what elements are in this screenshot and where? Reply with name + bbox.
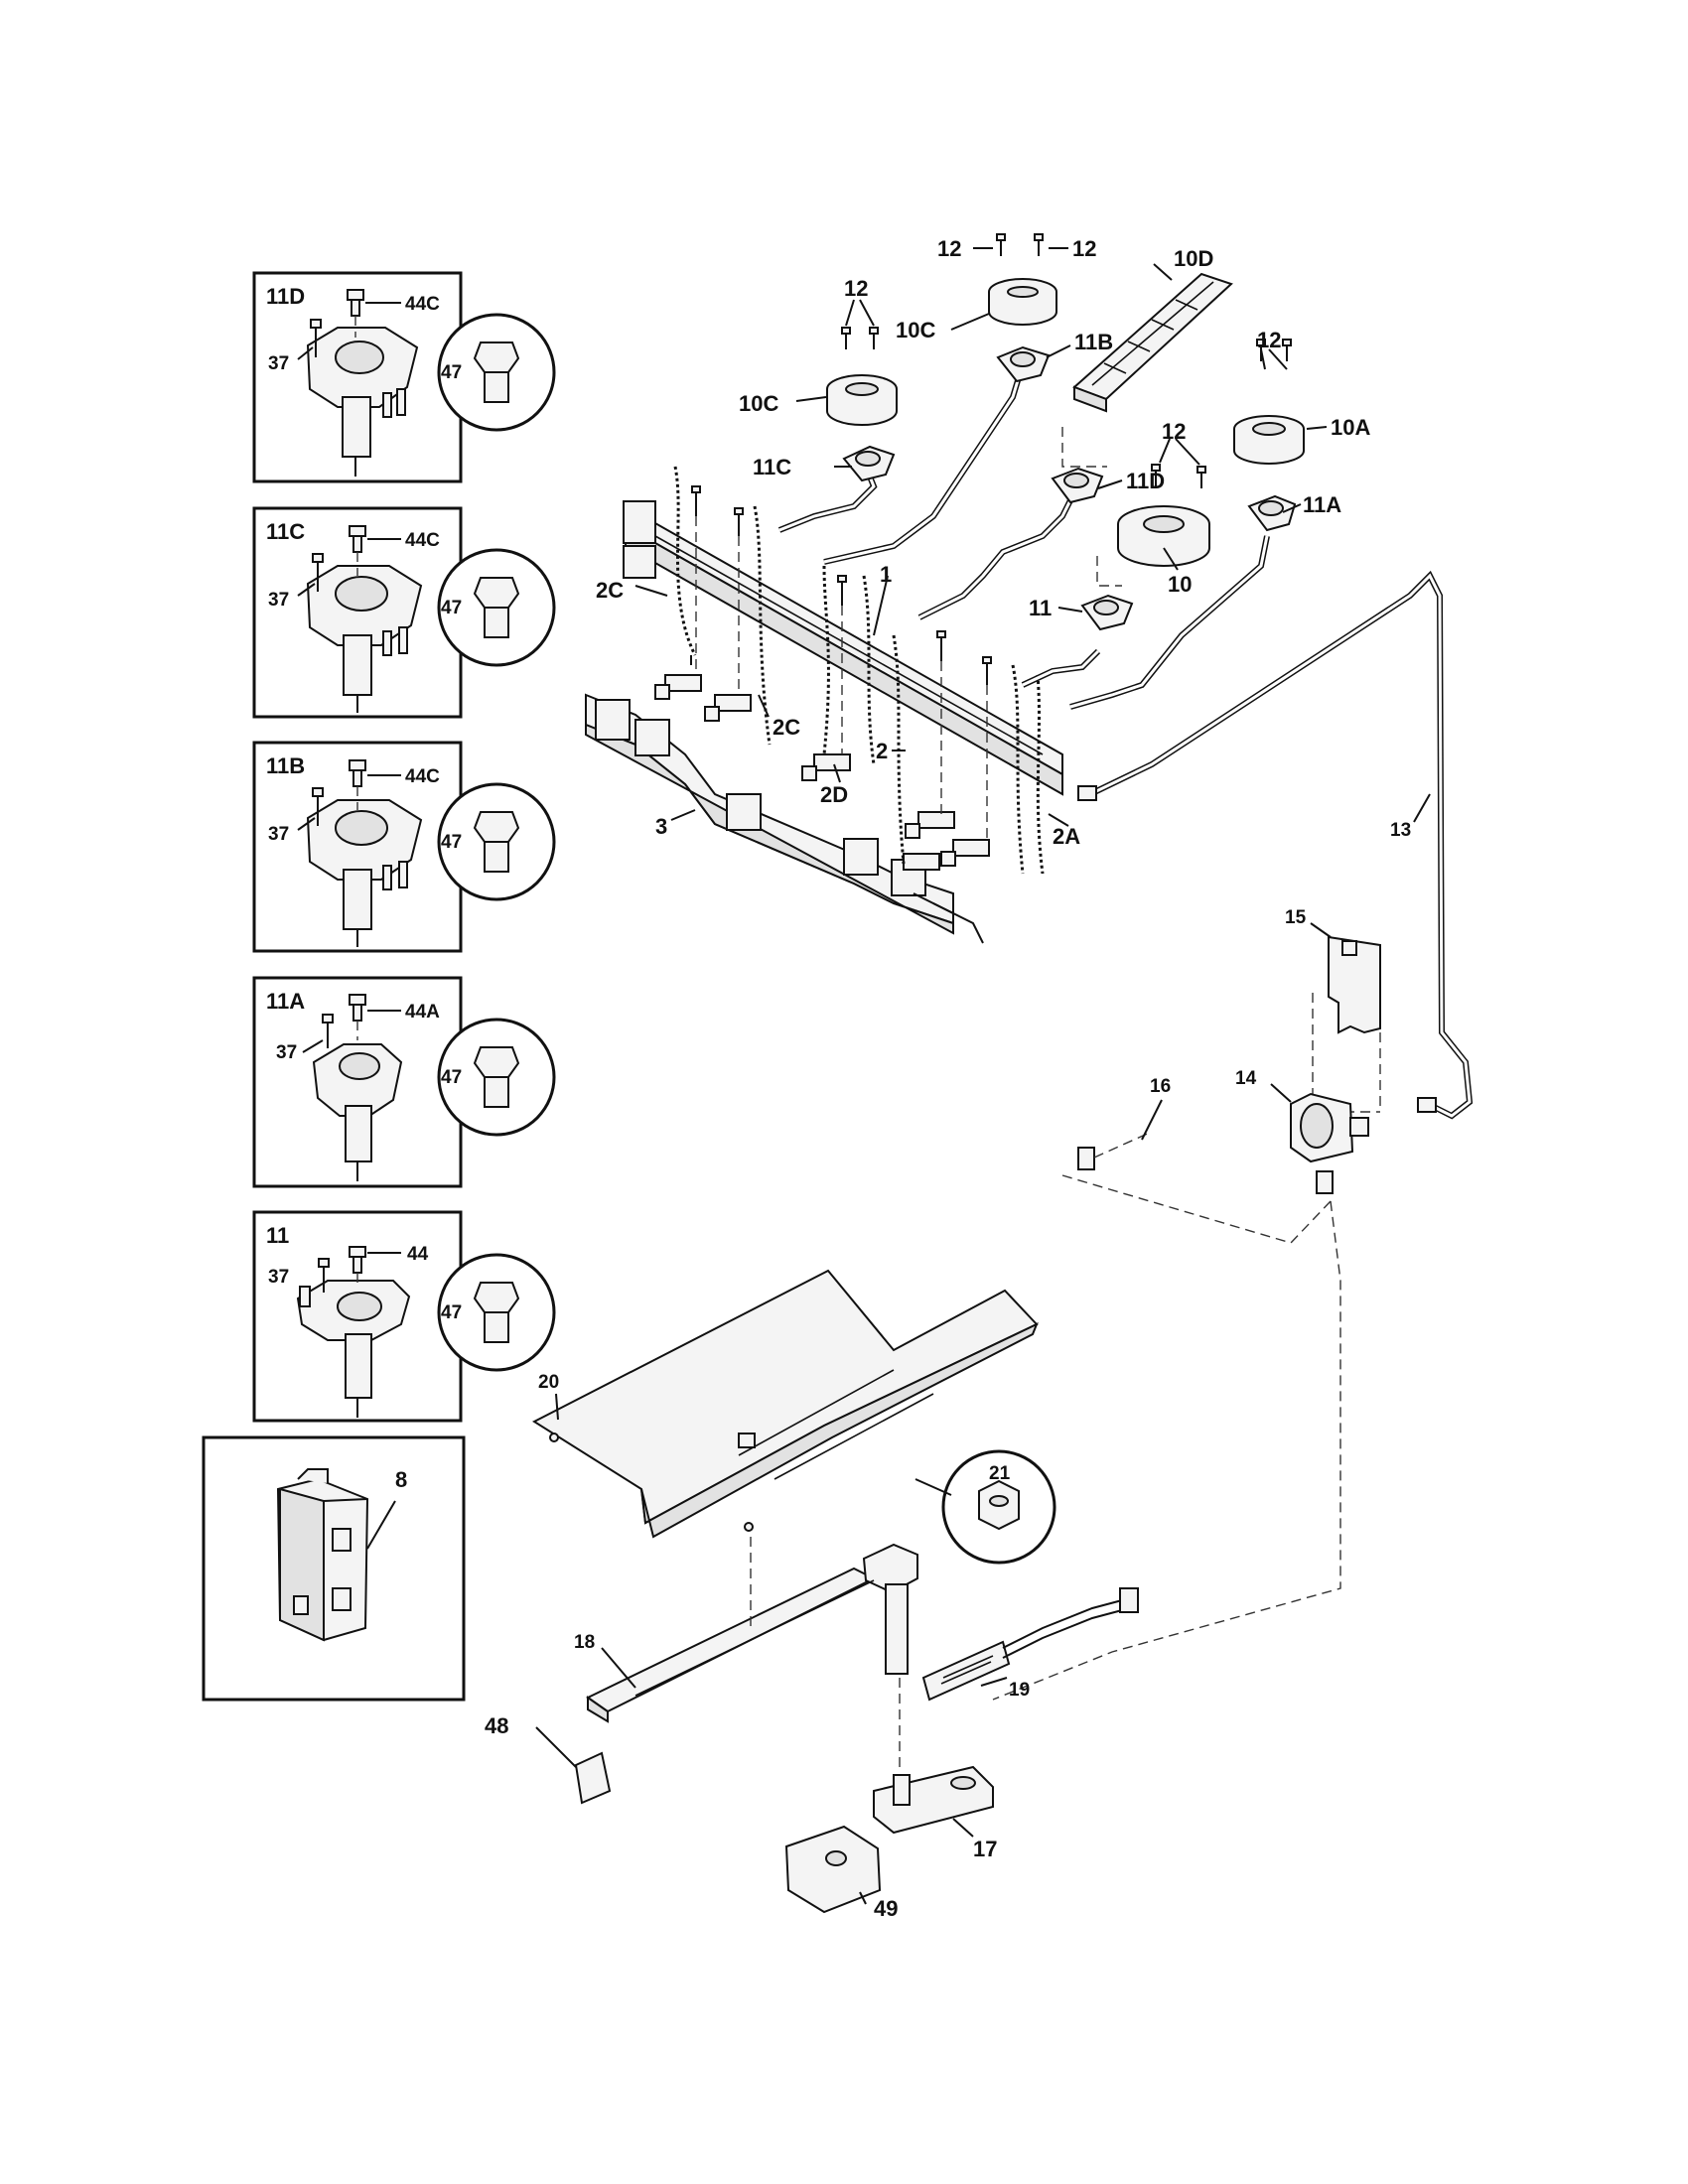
burner-screws (841, 233, 1292, 488)
callout-12: 12 (1072, 236, 1096, 261)
callout-16: 16 (1150, 1076, 1171, 1097)
callout-11A: 11A (1303, 492, 1341, 517)
inset-title: 11B (266, 753, 305, 778)
manifold-bracket (585, 693, 984, 944)
callout-8: 8 (395, 1467, 407, 1492)
fitting-16 (1077, 1147, 1095, 1170)
callout-3: 3 (655, 814, 667, 839)
inset-11B: 11B 44C 37 47 (252, 741, 556, 953)
detail-label: 47 (441, 362, 462, 383)
callout-10C: 10C (896, 318, 935, 342)
valve-icon (306, 799, 423, 947)
inset-title: 11A (266, 989, 305, 1014)
burner-heads (842, 345, 1297, 631)
orifice-label: 44C (405, 766, 440, 787)
frame-screws (691, 485, 992, 685)
callout-18: 18 (574, 1632, 595, 1653)
valve-icon (306, 565, 423, 713)
inset-11D: 11D 44C 37 47 (252, 271, 556, 483)
callout-11B: 11B (1074, 330, 1113, 354)
safety-valve-17 (873, 1765, 994, 1835)
orifice-label: 44A (405, 1002, 440, 1023)
inset-title: 11 (266, 1223, 289, 1248)
callout-11: 11 (1029, 596, 1052, 620)
inset-spark-module: 8 (202, 1435, 466, 1702)
callout-17: 17 (973, 1837, 997, 1861)
callout-10: 10 (1168, 572, 1192, 597)
nut-21 (738, 1433, 1056, 1565)
callout-15: 15 (1285, 907, 1307, 928)
callout-49: 49 (874, 1896, 898, 1921)
detail-label: 47 (441, 1067, 462, 1088)
burner-ring-10 (1117, 505, 1210, 567)
assembly-guides (992, 1200, 1341, 1701)
callout-10A: 10A (1331, 415, 1370, 440)
inset-title: 11C (266, 519, 305, 544)
callout-2A: 2A (1053, 824, 1080, 849)
inset-title: 11D (266, 284, 305, 309)
callout-19: 19 (1009, 1680, 1030, 1701)
callout-12: 12 (937, 236, 961, 261)
orifice-label: 44 (407, 1244, 429, 1265)
detail-label: 47 (441, 832, 462, 853)
screw-label: 37 (268, 353, 289, 374)
assembly-guides (695, 427, 1122, 844)
burner-ring-10C-upper (988, 278, 1057, 326)
valve-icon (312, 1043, 403, 1181)
callout-12: 12 (844, 276, 868, 301)
callout-11C: 11C (753, 455, 791, 479)
regulator-bracket-15 (1312, 935, 1381, 1113)
screw-label: 37 (268, 1267, 289, 1288)
ignitor-19 (921, 1587, 1139, 1702)
orifice-label: 44C (405, 294, 440, 315)
callout-2: 2 (876, 739, 888, 763)
valve-icon (296, 1280, 411, 1418)
orifice-label: 44C (405, 530, 440, 551)
callout-2D: 2D (820, 782, 848, 807)
callout-12: 12 (1257, 328, 1281, 352)
inset-11A: 11A 44A 37 47 (252, 976, 556, 1188)
spark-module-icon (276, 1468, 369, 1642)
bracket-48 (574, 1751, 612, 1805)
callout-10D: 10D (1174, 246, 1213, 271)
pressure-regulator-14 (1290, 1092, 1369, 1194)
callout-21: 21 (989, 1463, 1011, 1484)
screw-label: 37 (268, 590, 289, 611)
callout-14: 14 (1235, 1068, 1257, 1089)
callout-13: 13 (1390, 820, 1411, 841)
callout-10C: 10C (739, 391, 778, 416)
oven-burner-18 (586, 1537, 918, 1767)
gas-tubes (777, 376, 1474, 1120)
gas-valves (654, 655, 990, 871)
callout-48: 48 (485, 1713, 508, 1738)
inset-11C: 11C 44C 37 47 (252, 506, 556, 719)
callout-11D: 11D (1126, 469, 1165, 493)
heat-shield-20 (531, 1269, 1039, 1539)
screw-label: 37 (276, 1042, 297, 1063)
detail-label: 47 (441, 598, 462, 618)
burner-box-frame (623, 500, 1063, 796)
inset-11: 11 44 37 47 (252, 1210, 556, 1423)
bracket-49 (784, 1825, 882, 1914)
callout-1: 1 (880, 562, 892, 587)
burner-rings (826, 272, 1305, 567)
callout-20: 20 (538, 1372, 559, 1393)
callout-12: 12 (1162, 419, 1186, 444)
callout-labels: 12 12 10D 12 10C 11B 12 10C 10A 12 11C 1… (485, 236, 1411, 1921)
detail-label: 47 (441, 1302, 462, 1323)
callout-2C: 2C (773, 715, 800, 740)
assembly-guides (1061, 1131, 1332, 1244)
callout-2C: 2C (596, 578, 624, 603)
burner-ring-10C-lower (826, 374, 898, 426)
burner-ring-10A (1233, 415, 1305, 465)
leader-lines (535, 247, 1431, 1905)
screw-label: 37 (268, 824, 289, 845)
ignition-wires (673, 466, 1045, 875)
burner-oval-10D (1072, 272, 1233, 413)
valve-icon (306, 327, 419, 477)
